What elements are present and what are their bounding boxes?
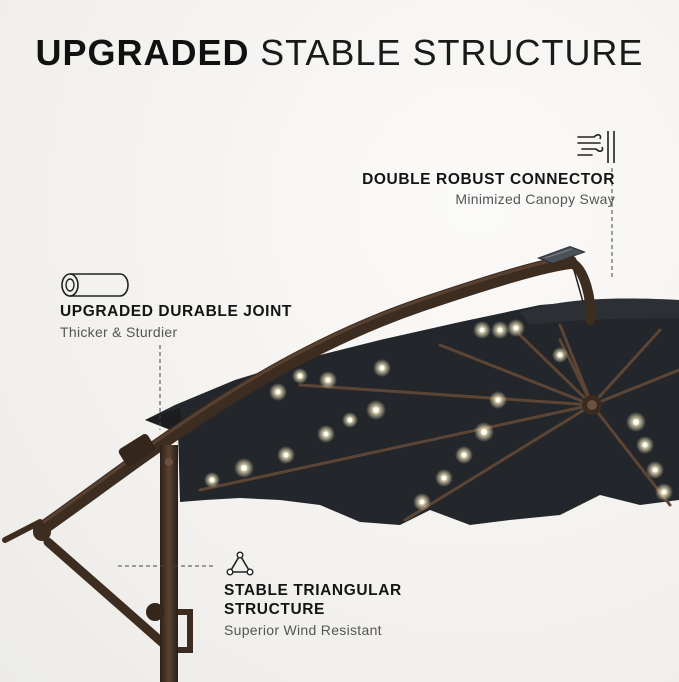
feature-joint: UPGRADED DURABLE JOINT Thicker & Sturdie… [60, 270, 320, 342]
canopy [145, 298, 679, 525]
connector-subtitle: Minimized Canopy Sway [455, 191, 615, 207]
solar-panel [537, 246, 586, 264]
feature-triangular: STABLE TRIANGULAR STRUCTURE Superior Win… [222, 550, 442, 645]
vertical-pole [160, 445, 178, 682]
joint-subtitle: Thicker & Sturdier [60, 324, 178, 340]
led-lights [204, 319, 673, 511]
title-light: STABLE STRUCTURE [260, 32, 644, 73]
page-title: UPGRADED STABLE STRUCTURE [0, 32, 679, 74]
wind-icon [574, 125, 618, 174]
title-bold: UPGRADED [35, 32, 250, 73]
connector-heading: DOUBLE ROBUST CONNECTOR [362, 171, 615, 188]
triangle-icon [226, 550, 254, 583]
joint-heading: UPGRADED DURABLE JOINT [60, 303, 292, 320]
triangular-heading-line2: STRUCTURE [224, 601, 325, 618]
triangular-subtitle: Superior Wind Resistant [224, 622, 382, 638]
feature-connector: DOUBLE ROBUST CONNECTOR Minimized Canopy… [362, 125, 620, 209]
triangular-heading-line1: STABLE TRIANGULAR [224, 582, 402, 599]
tube-icon [60, 270, 130, 305]
cantilever-arm [33, 255, 577, 537]
